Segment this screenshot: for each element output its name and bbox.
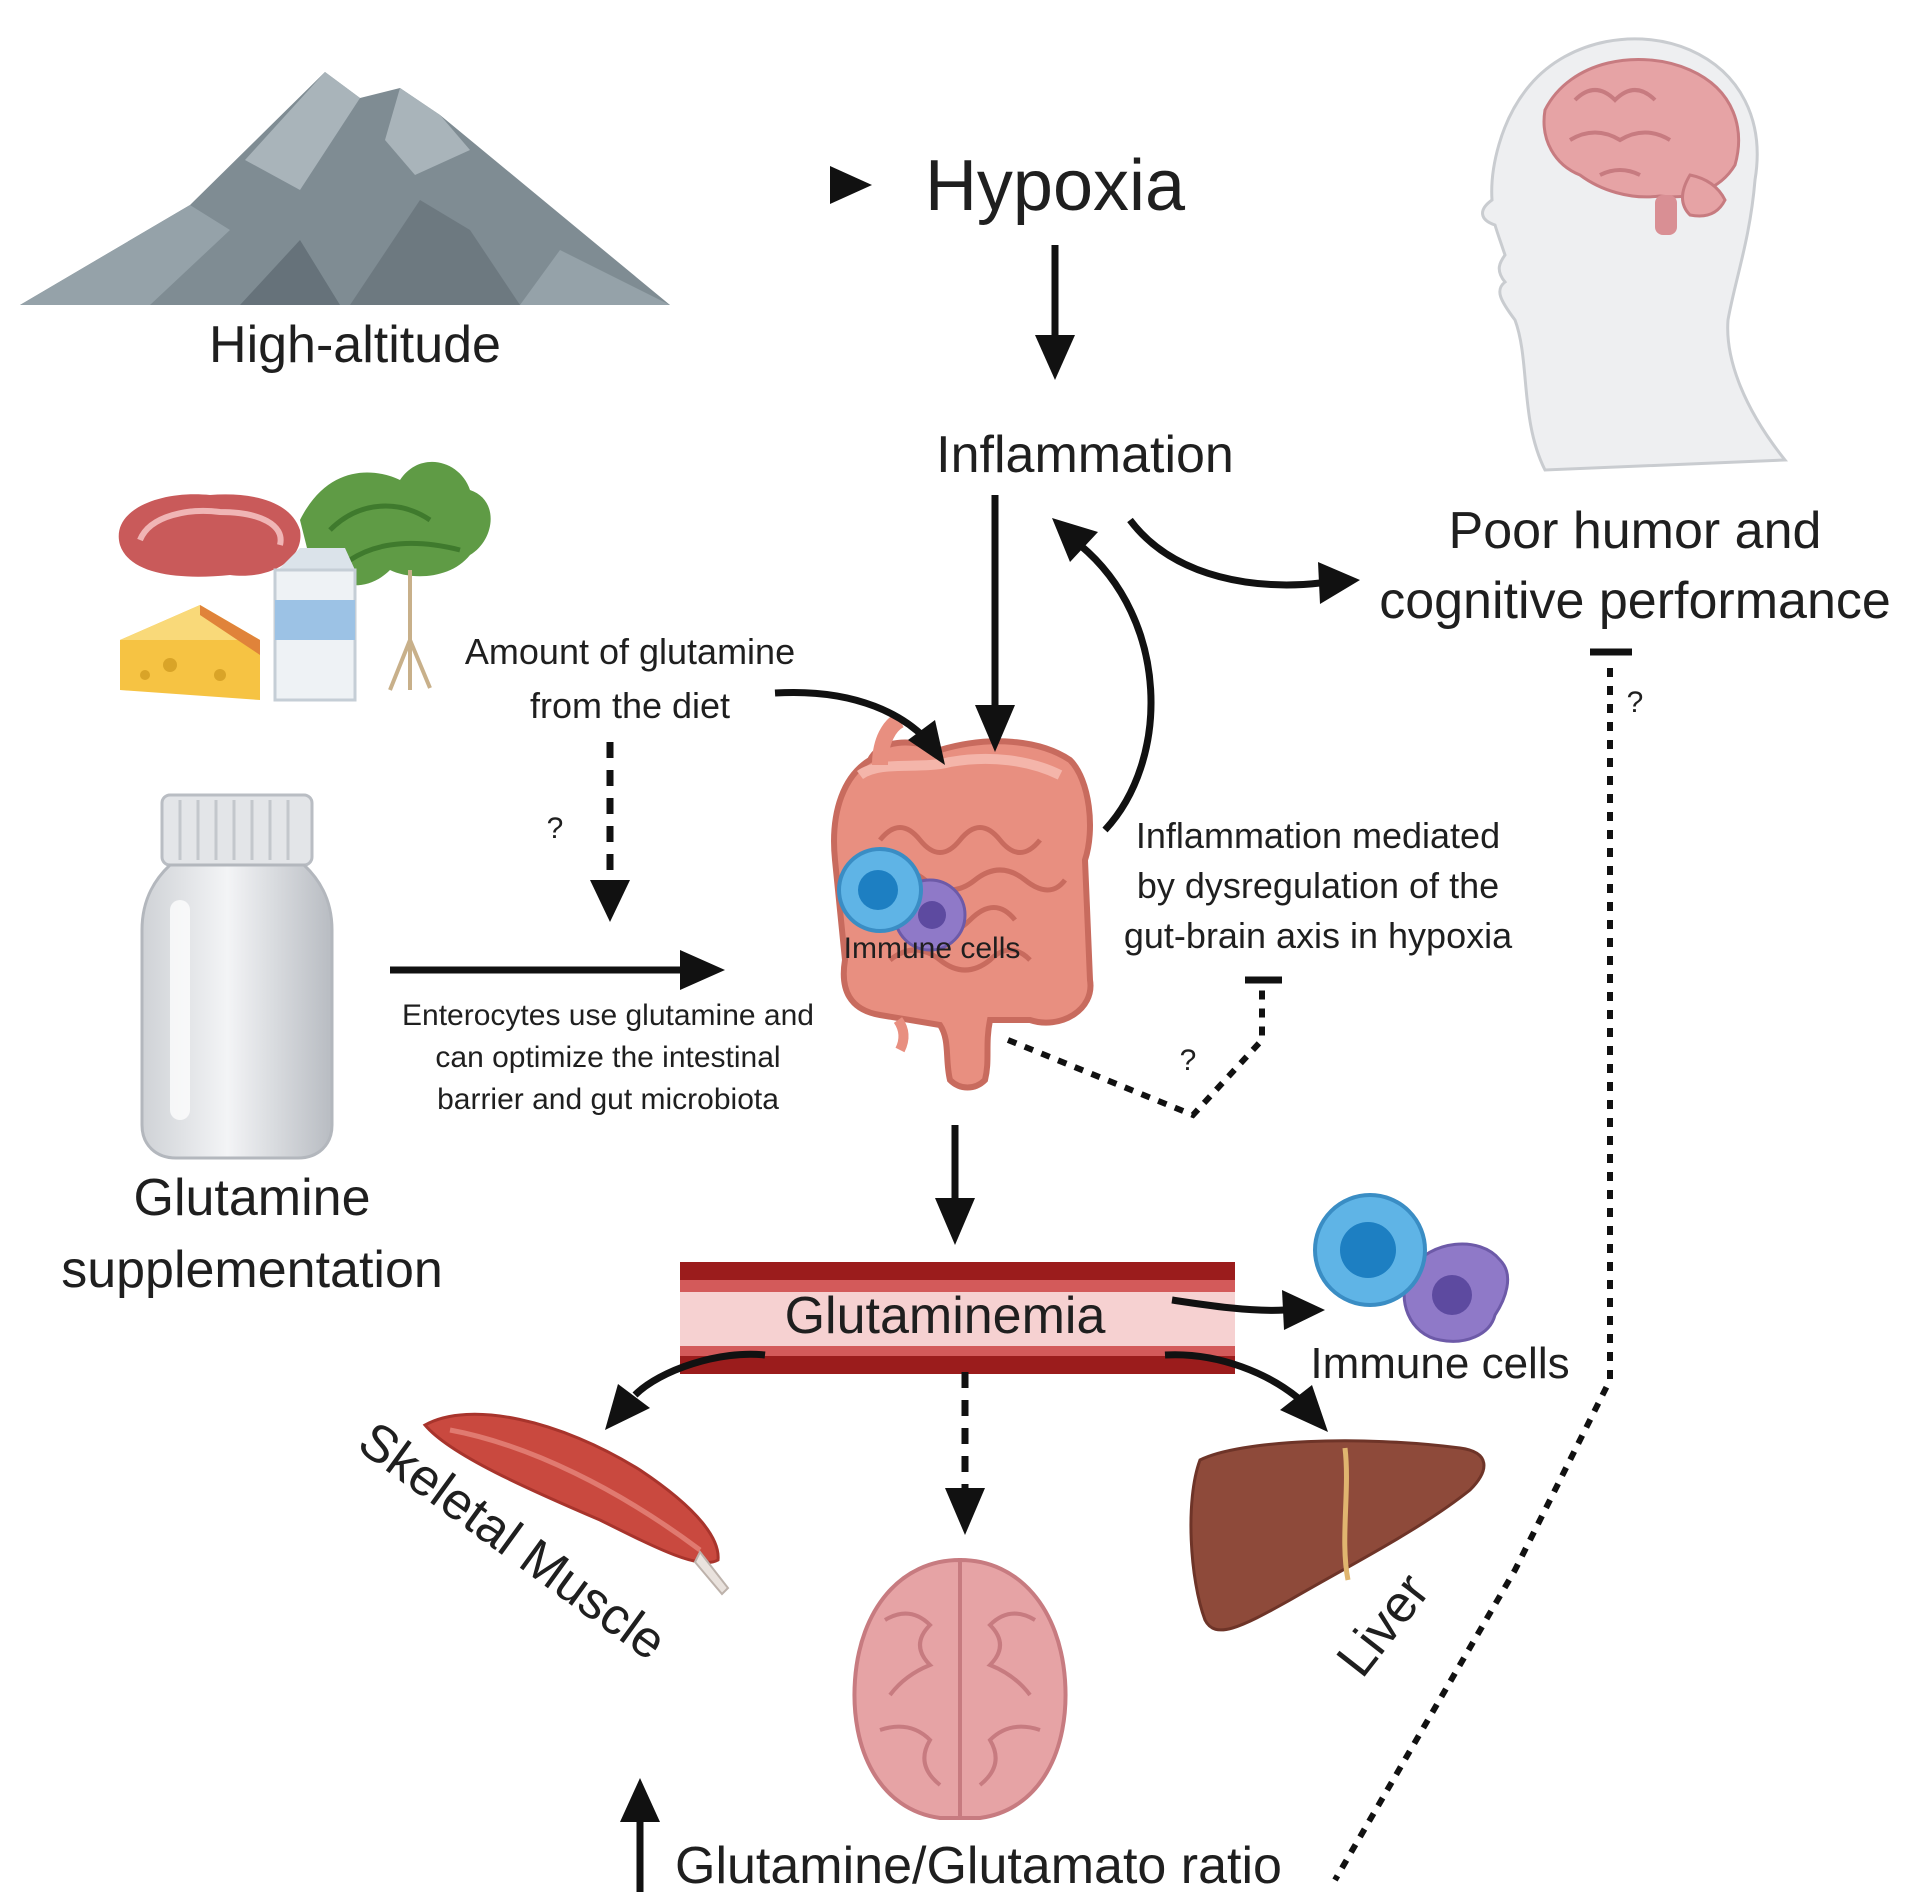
human-head-brain-icon xyxy=(1481,37,1789,472)
diet-glutamine-label-1: Amount of glutamine xyxy=(465,631,795,672)
gut-brain-label-3: gut-brain axis in hypoxia xyxy=(1124,915,1513,956)
arrow-glutaminemia-to-immune-cells xyxy=(1171,1290,1325,1330)
high-altitude-label: High-altitude xyxy=(209,316,501,374)
inflammation-label: Inflammation xyxy=(936,426,1234,484)
glutaminemia-label: Glutaminemia xyxy=(785,1287,1106,1345)
hypoxia-label: Hypoxia xyxy=(925,146,1186,226)
arrow-glutaminemia-to-muscle xyxy=(605,1350,766,1430)
arrow-inflammation-to-gut xyxy=(975,495,1015,752)
arrow-diet-dashed-down xyxy=(590,742,630,922)
question-mark-diet: ? xyxy=(547,812,564,845)
arrow-glutaminemia-to-brain-dashed xyxy=(945,1372,985,1535)
glutamine-glutamate-ratio-label: Glutamine/Glutamato ratio xyxy=(675,1837,1282,1895)
inhibition-gut-brain-axis xyxy=(1006,976,1282,1119)
immune-cells-blood-label: Immune cells xyxy=(1310,1339,1569,1388)
gut-brain-label-1: Inflammation mediated xyxy=(1136,815,1500,856)
arrow-supplement-to-gut xyxy=(390,950,725,990)
immune-cell-icon xyxy=(1313,1193,1510,1343)
poor-humor-label-1: Poor humor and xyxy=(1449,502,1822,560)
arrow-diet-to-gut xyxy=(774,688,945,765)
arrow-gut-feedback-to-inflammation xyxy=(1052,518,1155,833)
arrow-gut-to-glutaminemia xyxy=(935,1125,975,1245)
arrow-inflammation-to-cognition xyxy=(1127,517,1360,604)
enterocytes-label-2: can optimize the intestinal xyxy=(435,1041,780,1074)
arrow-glutaminemia-to-liver xyxy=(1164,1351,1328,1432)
arrow-altitude-to-hypoxia xyxy=(660,166,872,204)
brain-icon xyxy=(852,1557,1068,1820)
blood-vessel-icon xyxy=(680,1262,1235,1374)
immune-cell-icon xyxy=(837,847,967,952)
immune-cells-gut-label: Immune cells xyxy=(844,932,1021,965)
poor-humor-label-2: cognitive performance xyxy=(1379,572,1891,630)
enterocytes-label-1: Enterocytes use glutamine and xyxy=(402,999,814,1032)
food-group-icon xyxy=(118,461,491,702)
question-mark-gut-brain: ? xyxy=(1180,1044,1197,1077)
supplement-label-1: Glutamine xyxy=(134,1169,371,1227)
enterocytes-label-3: barrier and gut microbiota xyxy=(437,1083,779,1116)
increase-arrow xyxy=(620,1778,660,1892)
arrow-hypoxia-to-inflammation xyxy=(1035,245,1075,380)
supplement-bottle-icon xyxy=(140,793,334,1160)
inhibition-cognition-dashed xyxy=(1332,648,1632,1882)
skeletal-muscle-icon xyxy=(422,1412,730,1596)
diet-glutamine-label-2: from the diet xyxy=(530,685,730,726)
mountain-icon xyxy=(20,72,670,305)
gut-brain-label-2: by dysregulation of the xyxy=(1137,865,1499,906)
liver-icon xyxy=(1189,1439,1486,1632)
supplement-label-2: supplementation xyxy=(61,1241,443,1299)
question-mark-cognition: ? xyxy=(1627,686,1644,719)
liver-label: Liver xyxy=(1326,1563,1441,1688)
